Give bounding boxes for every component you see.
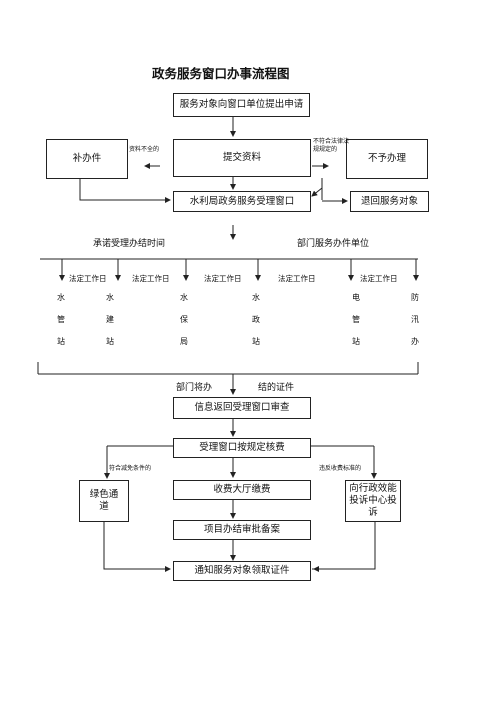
window-box: 水利局政务服务受理窗口: [173, 191, 311, 212]
fee-violation-label: 违反收费标准的: [319, 465, 362, 472]
legal-day-label: 法定工作日: [278, 274, 316, 283]
apply-box: 服务对象向窗口单位提出申请: [173, 93, 310, 117]
notify-box: 通知服务对象领取证件: [173, 561, 311, 581]
dept-char: 管: [57, 315, 65, 324]
dept-char: 电: [352, 293, 360, 302]
dept-give-label-right: 结的证件: [258, 383, 295, 393]
dept-char: 管: [352, 315, 360, 324]
commit-time-label: 承诺受理办结时间: [93, 239, 166, 249]
green-channel-box: 绿色通道: [79, 480, 129, 522]
return-box: 退回服务对象: [350, 191, 429, 212]
dept-char: 站: [252, 337, 260, 346]
complaint-box: 向行政效能投诉中心投诉: [345, 480, 401, 522]
dept-char: 政: [252, 315, 260, 324]
legal-day-label: 法定工作日: [132, 274, 170, 283]
dept-char: 站: [106, 337, 114, 346]
dept-char: 水: [180, 293, 188, 302]
dept-char: 水: [252, 293, 260, 302]
dept-char: 防: [411, 293, 419, 302]
dept-char: 水: [57, 293, 65, 302]
dept-char: 局: [180, 337, 188, 346]
pay-box: 收费大厅缴费: [173, 480, 311, 500]
dept-char: 水: [106, 293, 114, 302]
dept-char: 保: [180, 315, 188, 324]
dept-unit-label: 部门服务办件单位: [297, 239, 370, 249]
dept-char: 站: [352, 337, 360, 346]
dept-char: 办: [411, 337, 419, 346]
supplement-box: 补办件: [46, 139, 128, 179]
dept-give-label-left: 部门将办: [176, 383, 213, 393]
fee-check-box: 受理窗口按规定核费: [173, 438, 311, 458]
legal-day-label: 法定工作日: [69, 274, 107, 283]
fee-exempt-label: 符合减免条件的: [109, 465, 152, 472]
dept-char: 建: [106, 315, 114, 324]
info-return-box: 信息返回受理窗口审查: [173, 397, 311, 419]
approve-box: 项目办结审批备案: [173, 520, 311, 540]
dept-char: 汛: [411, 315, 419, 324]
incomplete-label: 资料不全的: [129, 146, 160, 153]
page-title: 政务服务窗口办事流程图: [152, 66, 290, 81]
legal-day-label: 法定工作日: [360, 274, 398, 283]
submit-box: 提交资料: [173, 139, 311, 177]
reject-box: 不予办理: [346, 139, 428, 179]
not-legal-label: 不符合法律法规规定的: [313, 138, 350, 154]
dept-char: 站: [57, 337, 65, 346]
legal-day-label: 法定工作日: [204, 274, 242, 283]
